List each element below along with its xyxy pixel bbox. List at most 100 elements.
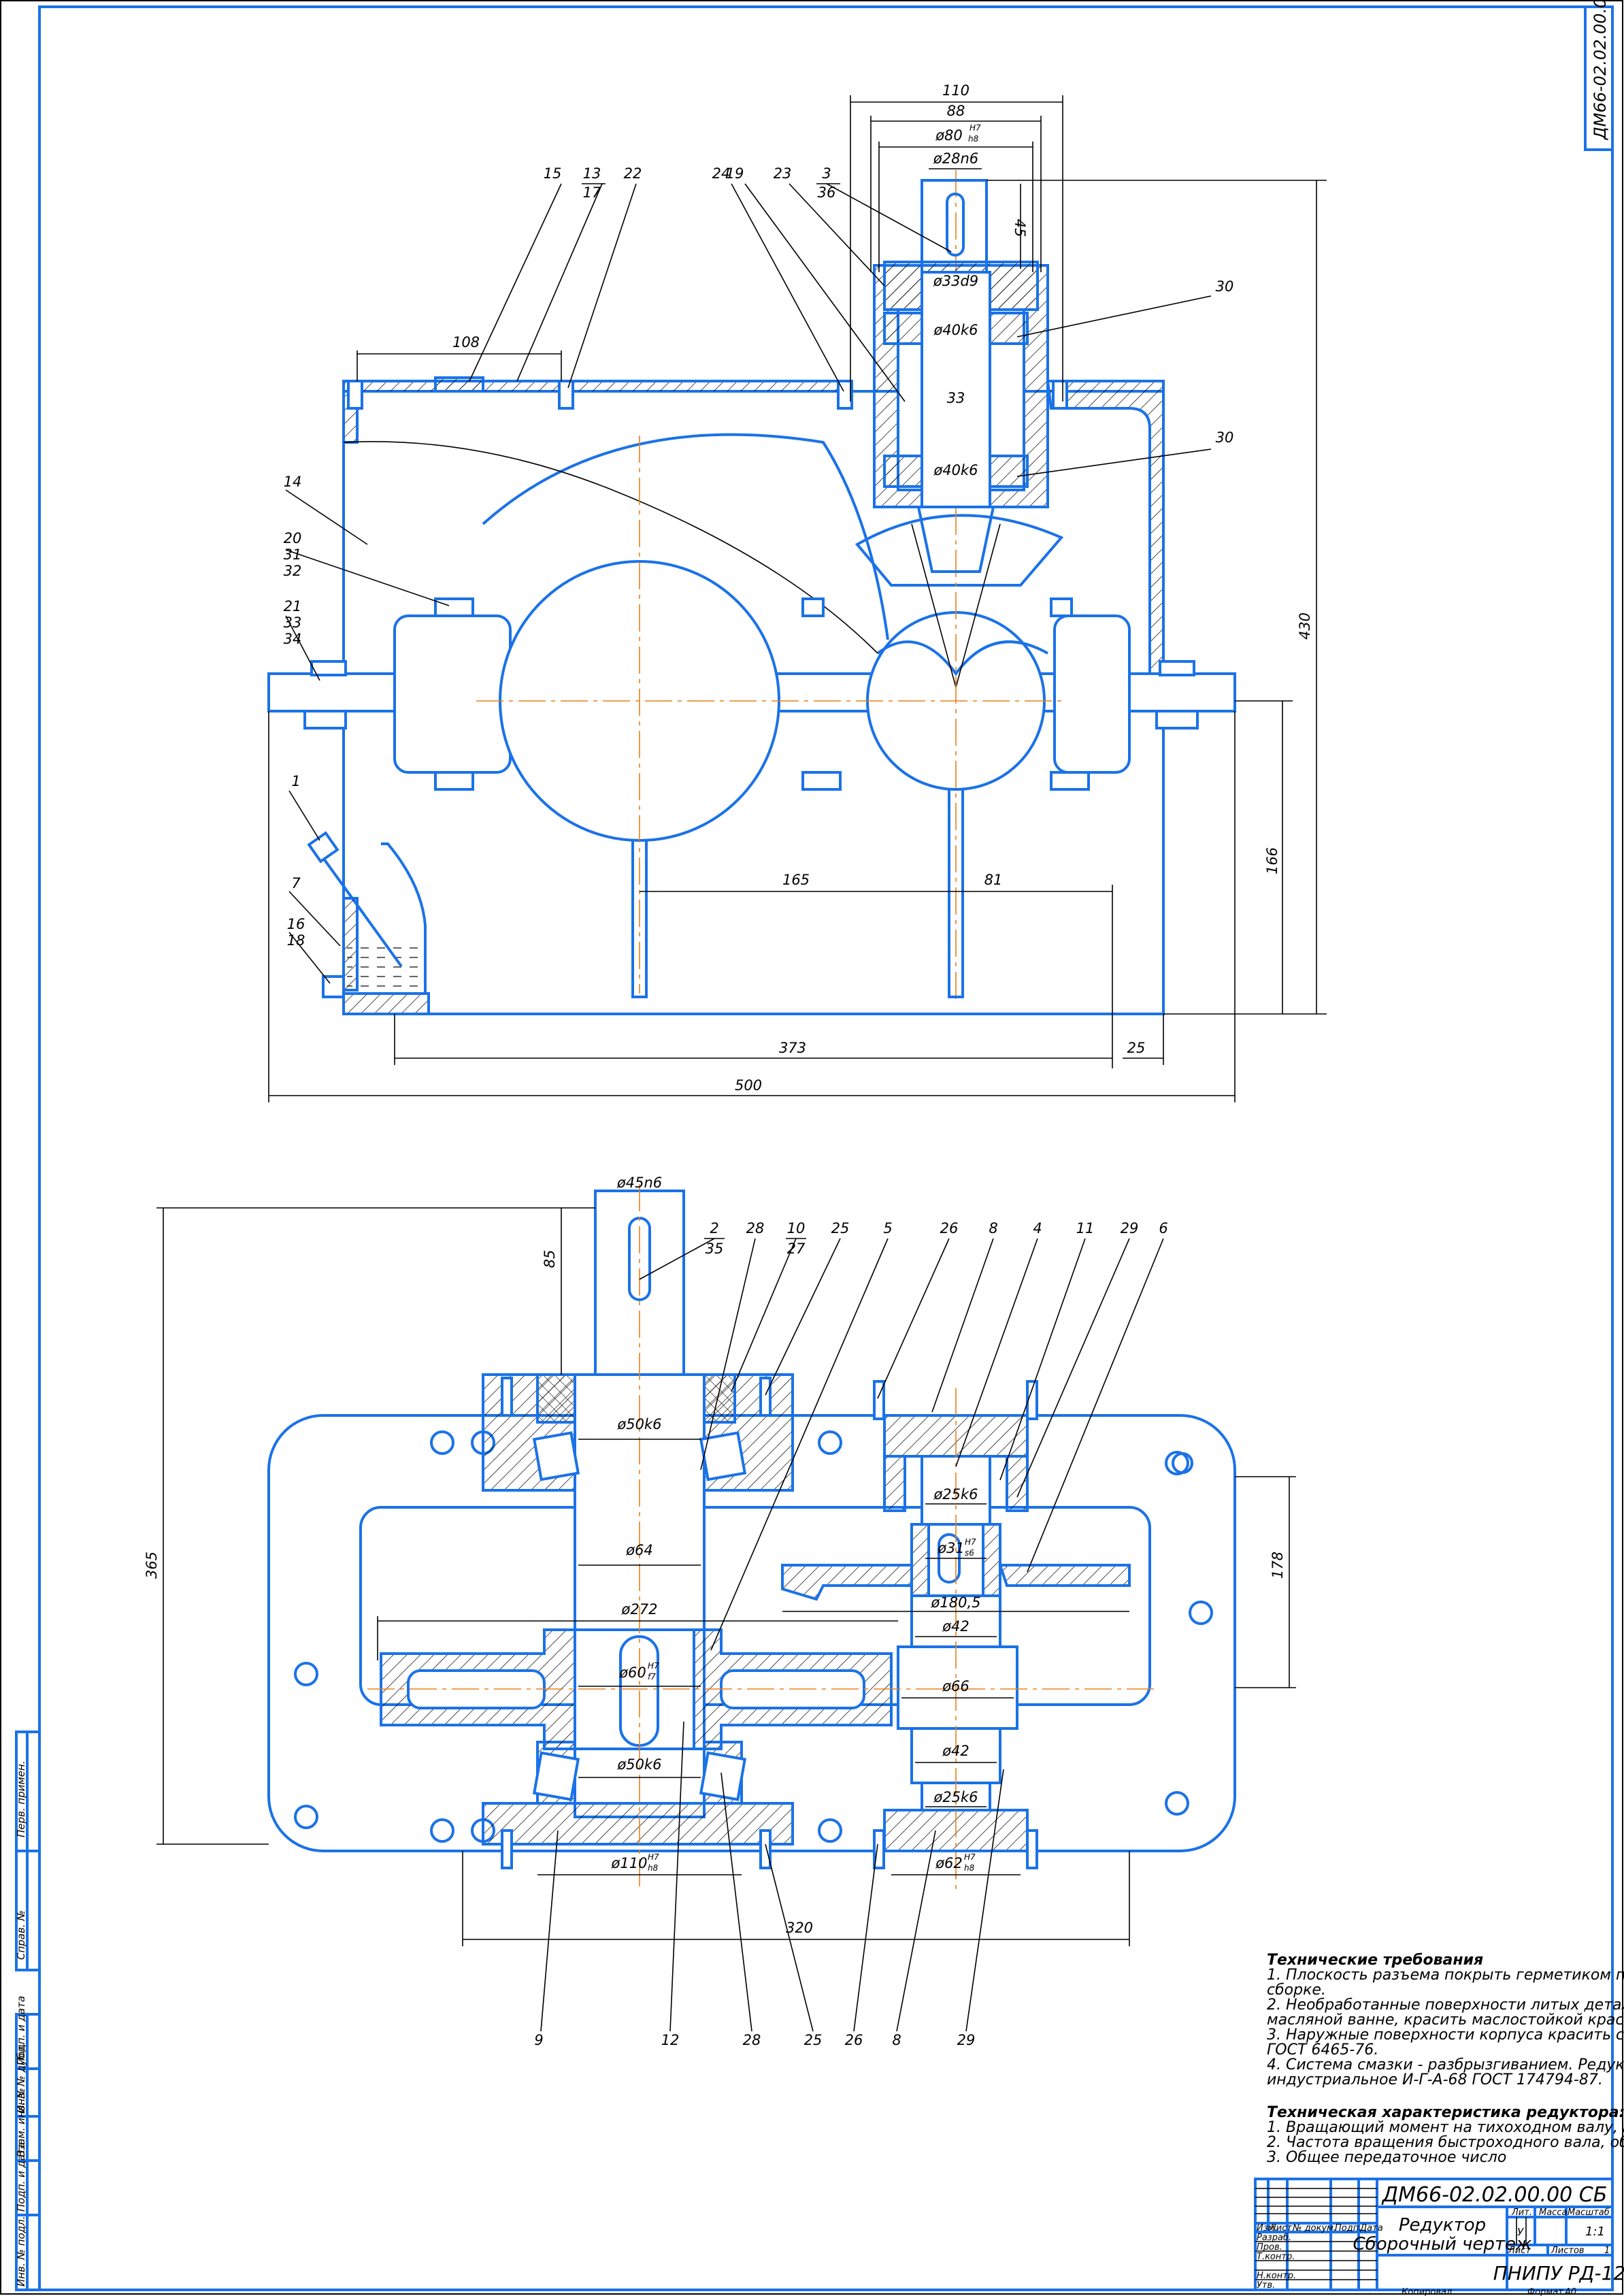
dim-d110: ø110 (611, 1855, 648, 1871)
dim-d50k6-top: ø50k6 (616, 1416, 661, 1432)
balloon-9: 9 (534, 2032, 543, 2048)
tech-char-title: Техническая характеристика редуктора: (1267, 2104, 1624, 2121)
flange-bolts (303, 597, 1199, 791)
dim-d110-tol-top: H7 (648, 1852, 659, 1862)
drain-plug (322, 975, 345, 998)
dim-d31: ø31 (937, 1540, 965, 1556)
balloon-8-top: 8 (989, 1220, 997, 1236)
balloon-31: 31 (284, 546, 302, 563)
balloon-5: 5 (883, 1220, 892, 1236)
strip-inv-dubl: Инв. № дубл. (15, 2043, 27, 2113)
title-name-2: Сборочный чертеж (1353, 2234, 1533, 2254)
balloon-4: 4 (1033, 1220, 1042, 1236)
hdr-doc: № докум. (1292, 2223, 1336, 2233)
dim-d40k6-bottom: ø40k6 (933, 462, 978, 478)
dim-d40k6-top: ø40k6 (933, 322, 978, 338)
sheets-value: 1 (1604, 2246, 1610, 2256)
balloon-28-bottom: 28 (743, 2032, 761, 2048)
balloon-11: 11 (1076, 1220, 1095, 1236)
dim-500: 500 (735, 1077, 762, 1094)
sheets-label: Листов (1551, 2246, 1585, 2256)
tech-requirements: Технические требования 1. Плоскость разъ… (1267, 1952, 1624, 2166)
role-razrab: Разраб. (1257, 2233, 1291, 2243)
dim-d60-tol-bot: f7 (648, 1672, 656, 1682)
balloon-10: 10 (787, 1220, 806, 1236)
dim-d272: ø272 (621, 1601, 658, 1618)
scale-label: Масштаб (1568, 2208, 1610, 2218)
sheet-label: Лист (1508, 2246, 1531, 2256)
dim-25: 25 (1127, 1040, 1146, 1056)
dim-d110-tol-bot: h8 (648, 1863, 659, 1873)
dim-d62: ø62 (935, 1855, 963, 1871)
title-block: Изм. Лист № докум. Подп. Дата Разраб. Пр… (1254, 2178, 1624, 2296)
balloon-30-top: 30 (1216, 278, 1234, 295)
balloon-17: 17 (583, 184, 601, 201)
bottom-cap-left (482, 1802, 794, 1846)
dim-d64: ø64 (625, 1542, 653, 1558)
balloon-2: 2 (710, 1220, 718, 1236)
dim-d31-tol-top: H7 (965, 1537, 976, 1547)
input-shaft (921, 271, 991, 508)
balloon-16: 16 (287, 916, 305, 932)
balloon-23: 23 (774, 165, 792, 182)
role-utv: Утв. (1257, 2280, 1275, 2291)
bevel-gear-right (998, 1564, 1131, 1587)
hdr-list: Лист (1269, 2223, 1292, 2233)
balloon-1: 1 (291, 773, 300, 789)
balloon-14: 14 (284, 474, 302, 490)
inspection-cover (434, 376, 484, 393)
oil-bath (347, 946, 422, 994)
hdr-sign: Подп. (1335, 2223, 1361, 2233)
dim-33: 33 (947, 390, 965, 406)
dim-d25k6-bottom: ø25k6 (933, 1789, 978, 1805)
hdr-date: Дата (1359, 2223, 1383, 2233)
balloon-29-bottom: 29 (957, 2032, 976, 2048)
plan-view: ø45n6 85 365 178 ø50k6 ø64 ø272 ø60 H7 f… (144, 1175, 1296, 2048)
side-strip: Перв. примен. Справ. № Подп. и дата Инв.… (15, 1731, 41, 2291)
dim-d28n6: ø28n6 (933, 150, 978, 167)
balloon-8-bottom: 8 (892, 2032, 901, 2048)
lit-label: Лит. (1511, 2208, 1532, 2218)
dim-d42-top: ø42 (942, 1618, 970, 1635)
bolt-holes (294, 1430, 1213, 1843)
dim-d80: ø80 (935, 127, 963, 144)
balloon-36: 36 (818, 184, 836, 201)
balloon-12: 12 (661, 2032, 680, 2048)
balloon-22: 22 (624, 165, 642, 182)
boss-right (1053, 614, 1131, 774)
shaft-end (921, 179, 988, 274)
front-view: 110 88 ø80 H7 h8 ø28n6 45 ø33d9 ø40k6 33… (267, 82, 1327, 1102)
dim-85: 85 (542, 1250, 558, 1268)
format-label: Формат (1527, 2287, 1563, 2296)
tech-req-line: 3. Наружные поверхности корпуса красить … (1267, 2027, 1624, 2044)
dim-d80-tol-bot: h8 (968, 134, 979, 144)
dim-365: 365 (144, 1552, 160, 1579)
balloon-15: 15 (544, 165, 562, 182)
balloon-28-top: 28 (746, 1220, 765, 1236)
cover-lid-left (342, 380, 852, 391)
hdr-izm: Изм. (1257, 2223, 1278, 2233)
title-name-1: Редуктор (1399, 2215, 1486, 2235)
balloon-25-bottom: 25 (804, 2032, 823, 2048)
dim-d33d9: ø33d9 (933, 273, 978, 289)
dim-d25k6-top: ø25k6 (933, 1486, 978, 1503)
strip-perv-primen: Перв. примен. (15, 1760, 27, 1837)
tech-char-line: 1. Вращающий момент на тихоходном валу, … (1267, 2119, 1624, 2136)
strip-sprav: Справ. № (15, 1910, 27, 1960)
dim-88: 88 (947, 103, 965, 119)
balloon-3: 3 (822, 165, 831, 182)
balloon-21: 21 (284, 598, 302, 614)
bevel-gear-left (781, 1564, 913, 1601)
pinion-shaft-gear (897, 1645, 1018, 1730)
keyway (946, 193, 965, 257)
balloon-33: 33 (284, 614, 302, 631)
dim-45: 45 (1012, 219, 1028, 237)
mass-label: Масса (1539, 2208, 1567, 2218)
tech-req-title: Технические требования (1267, 1952, 1483, 1969)
balloon-18: 18 (287, 932, 305, 949)
balloon-25-top: 25 (831, 1220, 850, 1236)
role-prov: Пров. (1257, 2242, 1282, 2252)
tech-req-line: ГОСТ 6465-76. (1267, 2041, 1378, 2059)
balloon-27: 27 (787, 1241, 806, 1257)
role-nkontr: Н.контр. (1257, 2271, 1296, 2281)
